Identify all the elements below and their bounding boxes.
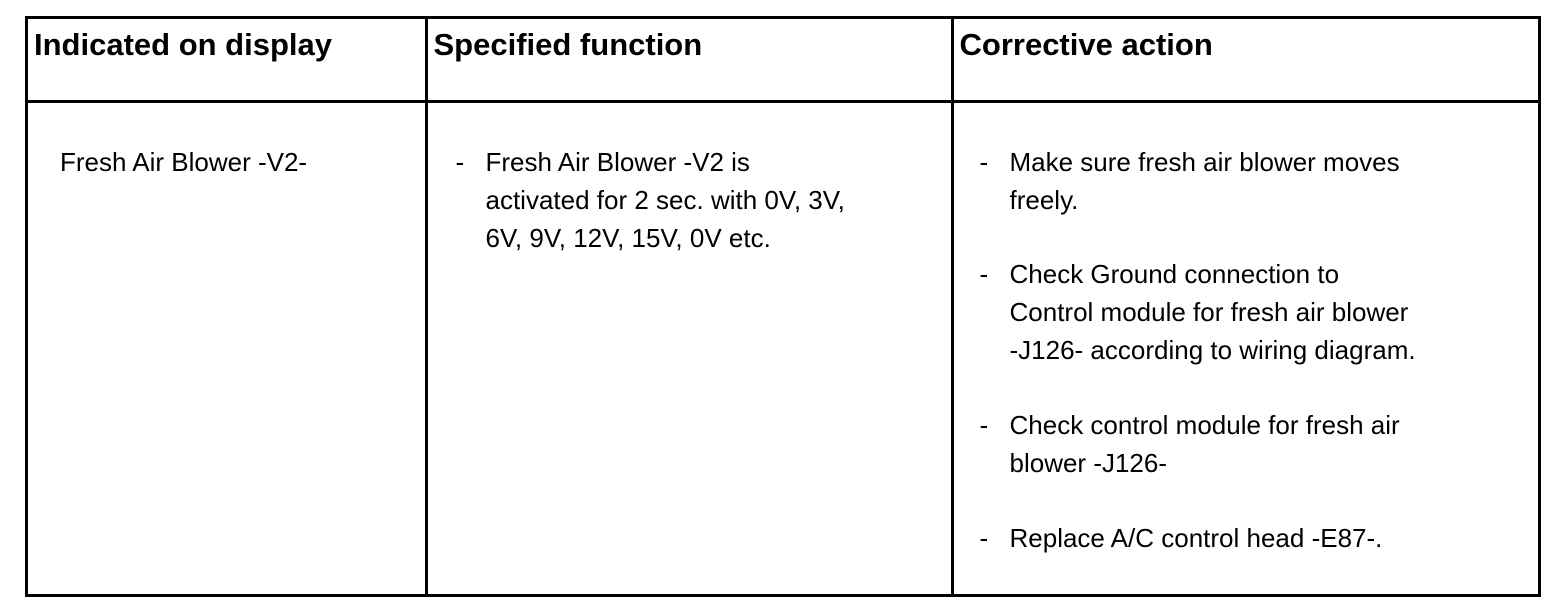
diagnosis-table: Indicated on display Specified function … [28,19,1538,594]
action-line: -J126- according to wiring diagram. [1009,334,1416,365]
list-item: - Check Ground connection to Control mod… [980,255,1539,369]
bullet-dash: - [979,409,989,440]
action-line: Check Ground connection to [1009,258,1340,289]
bullet-dash: - [979,146,989,177]
bullet-dash: - [979,522,989,553]
action-text: Check control module for fresh air blowe… [1010,406,1539,482]
action-text: Check Ground connection to Control modul… [1010,255,1539,369]
cell-indicated-on-display: Fresh Air Blower -V2- [28,101,428,594]
header-indicated-on-display: Indicated on display [28,19,428,103]
list-item: - Replace A/C control head -E87-. [980,519,1539,557]
action-text: Replace A/C control head -E87-. [1010,519,1539,557]
cell-corrective-action: - Make sure fresh air blower moves freel… [952,101,1538,594]
table-row: Fresh Air Blower -V2- - Fresh Air Blower… [28,101,1538,594]
bullet-dash: - [455,146,465,177]
function-line: 6V, 9V, 12V, 15V, 0V etc. [485,222,771,253]
cell-specified-function: - Fresh Air Blower -V2 is activated for … [426,101,954,594]
diagnosis-table-frame: Indicated on display Specified function … [25,16,1541,597]
action-line: freely. [1009,184,1079,215]
action-line: Replace A/C control head -E87-. [1009,522,1383,553]
action-line: Check control module for fresh air [1009,409,1400,440]
list-item: - Check control module for fresh air blo… [980,406,1539,482]
function-line: Fresh Air Blower -V2 is [485,146,750,177]
function-text: Fresh Air Blower -V2 is activated for 2 … [486,143,951,257]
header-corrective-action: Corrective action [952,19,1538,103]
table-header-row: Indicated on display Specified function … [28,19,1538,103]
action-line: Control module for fresh air blower [1009,296,1409,327]
display-value: Fresh Air Blower -V2- [60,146,308,177]
action-line: blower -J126- [1009,447,1168,478]
function-item: - Fresh Air Blower -V2 is activated for … [456,143,951,257]
corrective-action-list: - Make sure fresh air blower moves freel… [980,143,1539,557]
bullet-dash: - [979,258,989,289]
action-line: Make sure fresh air blower moves [1009,146,1400,177]
list-item: - Make sure fresh air blower moves freel… [980,143,1539,219]
action-text: Make sure fresh air blower moves freely. [1010,143,1539,219]
function-line: activated for 2 sec. with 0V, 3V, [485,184,845,215]
header-specified-function: Specified function [426,19,954,103]
